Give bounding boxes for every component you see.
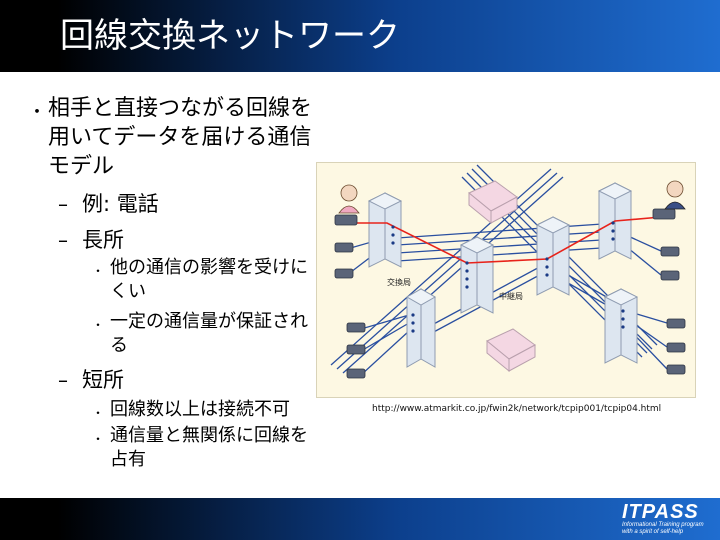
exchange-buildings: [367, 182, 639, 368]
dot-marker: ・: [92, 318, 105, 332]
title-bar: [0, 0, 720, 72]
bullet-advantages: 長所: [82, 228, 124, 252]
logo-subline-2: with a spirit of self-help: [622, 529, 684, 535]
logo-subline-1: Informational Training program: [622, 522, 704, 528]
disadvantage-2: 通信量と無関係に回線を占有: [110, 425, 308, 470]
label-exchange: 交換局: [387, 277, 411, 287]
slide-title: 回線交換ネットワーク: [60, 16, 400, 56]
relay-switches: [468, 180, 536, 373]
logo-main: ITPASS: [622, 501, 699, 523]
dash-marker: –: [58, 192, 68, 216]
advantage-1: 他の通信の影響を受けにくい: [110, 257, 308, 302]
disadvantage-1: 回線数以上は接続不可: [110, 399, 290, 420]
dash-marker: –: [58, 228, 68, 252]
person-icons: [338, 180, 686, 214]
bullet-marker: ・: [28, 102, 46, 123]
active-circuit: [347, 216, 662, 264]
bullet-disadvantages: 短所: [82, 368, 124, 392]
dash-marker: –: [58, 368, 68, 392]
dot-marker: ・: [92, 432, 105, 446]
source-url: http://www.atmarkit.co.jp/fwin2k/network…: [372, 404, 662, 414]
bullet-main-text: 相手と直接つながる回線を用いてデータを届ける通信モデル: [48, 96, 313, 179]
advantage-2: 一定の通信量が保証される: [110, 311, 308, 356]
network-illustration: 交換局 中継局: [330, 164, 686, 379]
dot-marker: ・: [92, 264, 105, 278]
circuit-network-diagram: 交換局 中継局: [316, 162, 696, 398]
itpass-logo: ITPASS Informational Training program wi…: [622, 502, 712, 536]
port-dots: [391, 221, 625, 333]
footer-bar: [0, 498, 720, 540]
dot-marker: ・: [92, 406, 105, 420]
label-relay: 中継局: [499, 291, 523, 301]
bullet-example: 例: 電話: [82, 192, 159, 216]
telephones: [334, 208, 686, 379]
